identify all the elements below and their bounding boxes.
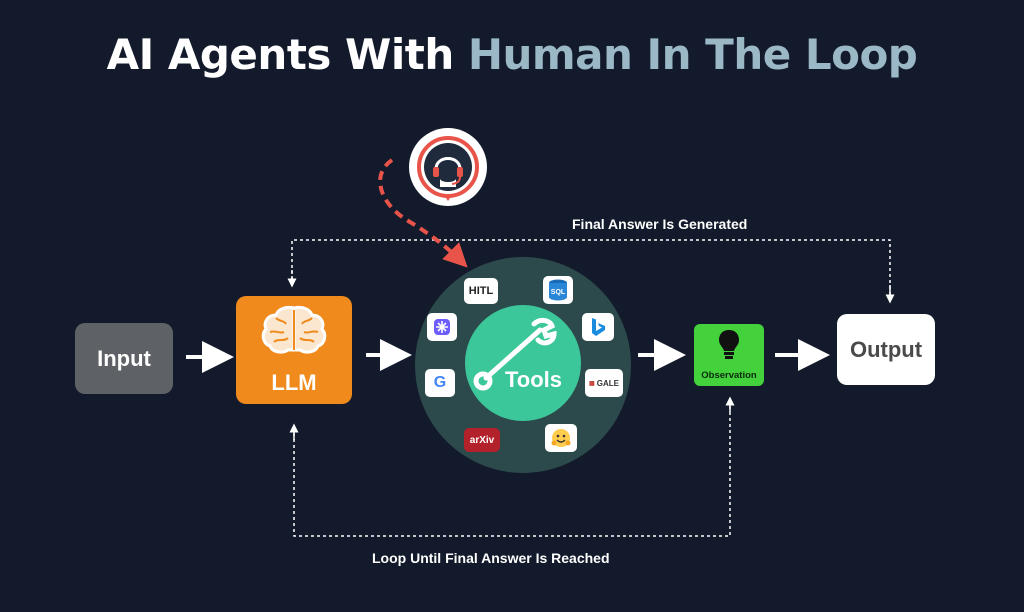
brain-icon [261,305,327,354]
human-operator-node [409,128,487,206]
perplexity-icon [427,313,457,341]
huggingface-icon [545,424,577,452]
observation-node: Observation [694,324,764,386]
title-part-1: AI Agents With [106,30,468,79]
title-part-2: Human In The Loop [467,30,918,79]
google-label: G [433,374,447,391]
sql-label: SQL [551,289,566,296]
output-label: Output [849,336,923,362]
sql-database-icon: SQL [543,276,573,304]
lightbulb-icon [719,330,739,359]
loop-label-bottom: Loop Until Final Answer Is Reached [372,550,610,566]
human-arrow [378,158,468,268]
observation-label: Observation [701,370,757,381]
loop-bottom-dotted [293,400,731,537]
headset-icon [417,136,479,201]
page-title: AI Agents With Human In The Loop [0,30,1024,79]
arxiv-icon: arXiv [464,428,500,452]
loop-top-dotted [291,239,891,300]
bing-icon [582,313,614,341]
hitl-label: HITL [468,285,494,297]
wrench-icon [473,317,557,391]
google-icon: G [425,369,455,397]
arxiv-label: arXiv [469,434,495,446]
database-shape: SQL [549,279,567,301]
hitl-icon: HITL [464,278,498,304]
llm-label: LLM [271,370,317,395]
llm-node: LLM [236,296,352,404]
loop-label-top: Final Answer Is Generated [572,216,748,232]
input-label: Input [97,345,151,371]
gale-label: GALE [596,378,619,388]
input-node: Input [75,323,173,394]
tools-label: Tools [505,367,563,392]
output-node: Output [837,314,935,385]
gale-icon: ▦ GALE [585,369,623,397]
tools-node [465,305,581,421]
